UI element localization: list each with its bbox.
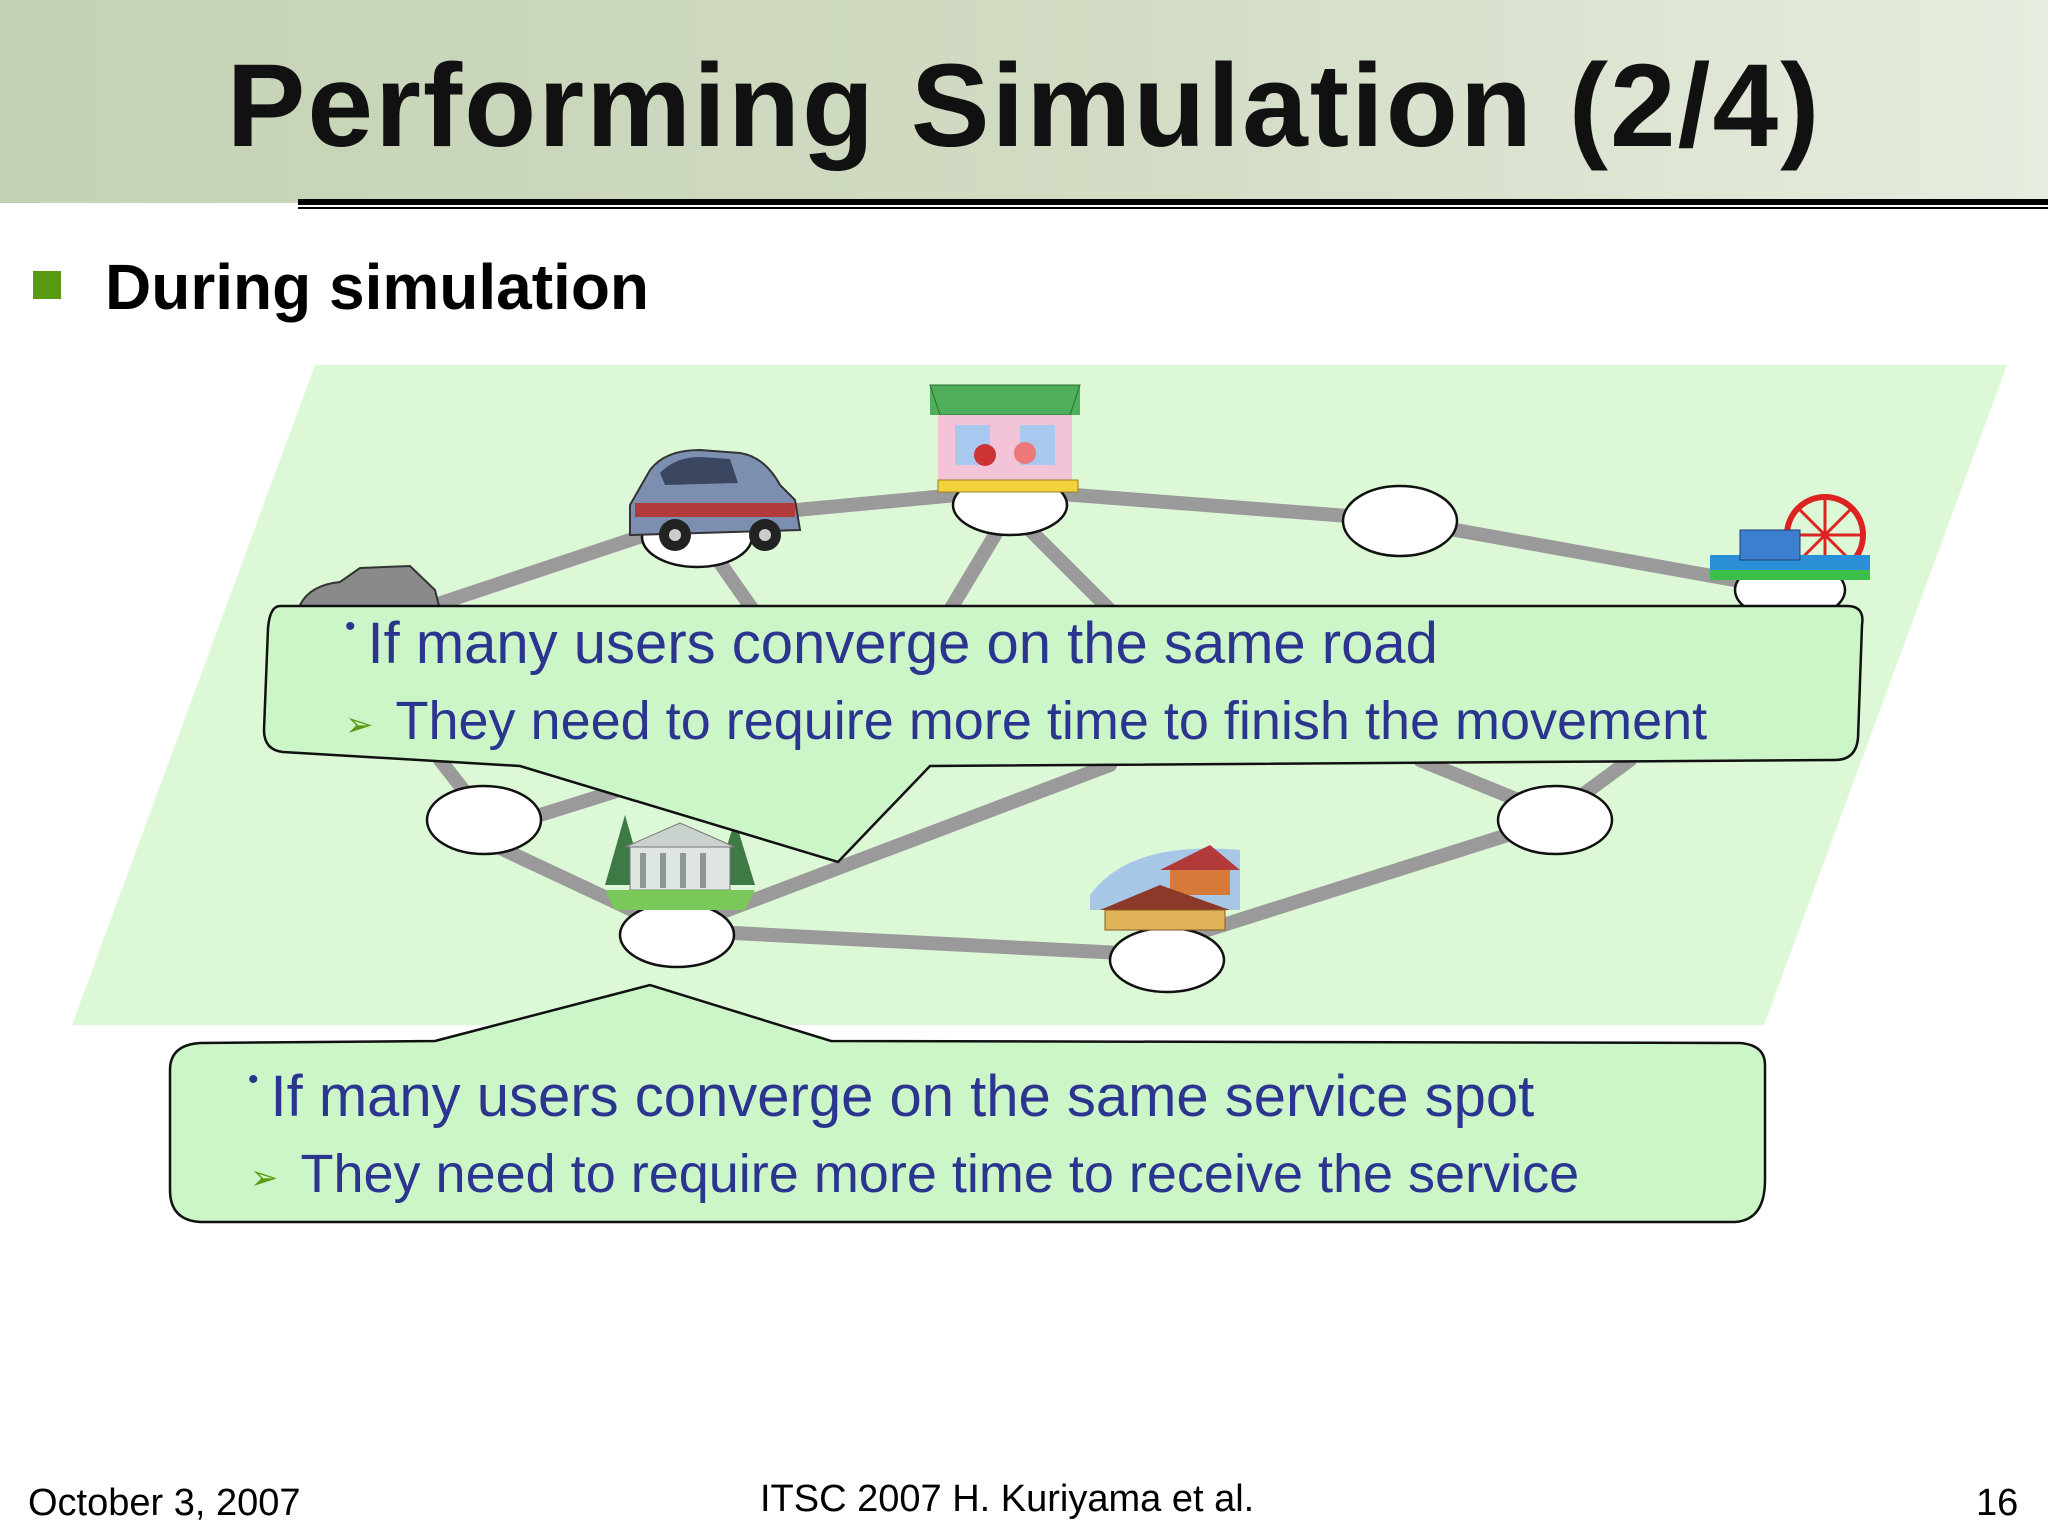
callout-road-main: •If many users converge on the same road — [345, 610, 1438, 676]
title-bar — [0, 0, 2048, 203]
title-rule — [298, 199, 2048, 205]
footer-date: October 3, 2007 — [28, 1482, 301, 1524]
convertible-car-icon — [299, 564, 442, 617]
network-node — [1496, 784, 1614, 856]
bullet-text: During simulation — [105, 251, 649, 323]
title-rule-thin — [298, 207, 2048, 209]
network-node — [618, 901, 736, 969]
page-number: 16 — [1976, 1482, 2019, 1524]
arrow-bullet-icon: ➢ — [250, 1158, 279, 1197]
arrow-bullet-icon: ➢ — [345, 705, 374, 744]
network-node — [425, 784, 543, 856]
slide-title: Performing Simulation (2/4) — [226, 40, 1822, 172]
bullet-square-icon — [33, 271, 61, 299]
temple-icon — [1090, 845, 1240, 931]
bullet-dot-icon: • — [248, 1063, 259, 1096]
car-icon — [629, 448, 802, 551]
callout-service-sub: ➢They need to require more time to recei… — [250, 1144, 1580, 1204]
restaurant-icon — [929, 384, 1081, 493]
callout-service-main: •If many users converge on the same serv… — [248, 1063, 1535, 1129]
callout-road-shape — [262, 604, 1864, 864]
callout-road-sub: ➢They need to require more time to finis… — [345, 691, 1708, 751]
footer-credit: ITSC 2007 H. Kuriyama et al. — [760, 1478, 1255, 1520]
network-node — [1108, 926, 1226, 994]
museum-icon — [605, 815, 755, 910]
callout-service-shape — [168, 983, 1767, 1224]
network-node — [1341, 484, 1459, 558]
amusement-park-icon — [1710, 494, 1870, 580]
bullet-dot-icon: • — [345, 610, 356, 643]
